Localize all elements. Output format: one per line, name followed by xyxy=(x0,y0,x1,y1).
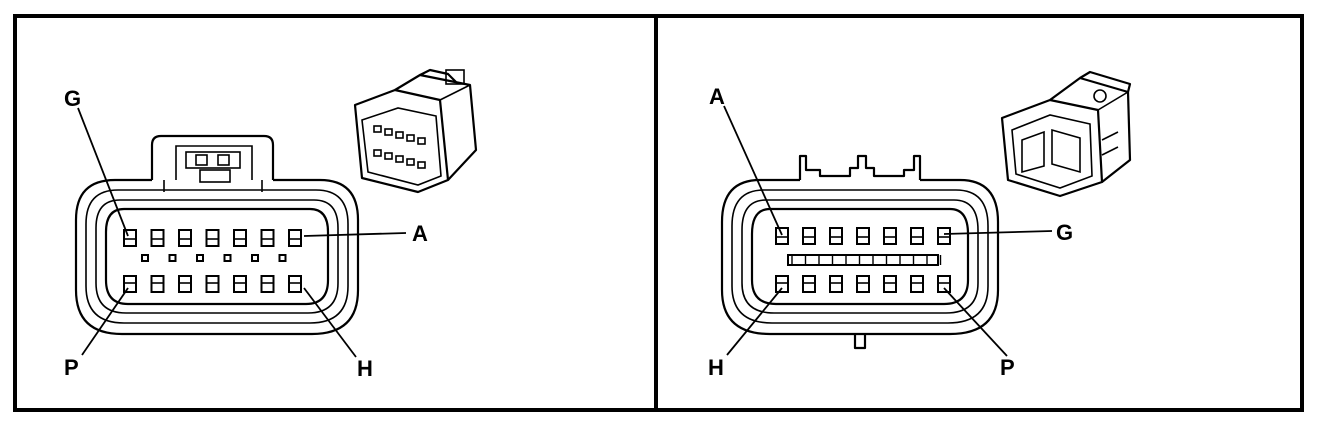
pin-cavity xyxy=(802,275,816,293)
pin-cavity xyxy=(205,275,220,293)
left-connector-face xyxy=(74,134,360,336)
left-pin-cavities xyxy=(123,229,302,293)
keying-square xyxy=(196,254,204,262)
pin-cavity xyxy=(937,275,951,293)
right-pin-cavities xyxy=(775,227,951,293)
pin-cavity xyxy=(260,229,275,247)
keying-square xyxy=(168,254,177,262)
pin-cavity xyxy=(829,227,843,245)
pin-cavity xyxy=(937,227,951,245)
right-leader-p xyxy=(943,287,1008,357)
left-leader-p xyxy=(81,287,129,356)
left-leader-a xyxy=(303,232,407,237)
pin-cavity xyxy=(288,229,302,247)
pin-cavity xyxy=(233,229,247,247)
left-label-a: A xyxy=(412,221,428,246)
pin-cavity xyxy=(288,275,302,293)
right-leader-h xyxy=(726,287,783,356)
left-leader-g xyxy=(77,107,129,237)
keying-square xyxy=(278,254,287,262)
pin-cavity xyxy=(123,275,137,293)
pin-cavity xyxy=(910,227,924,245)
pin-cavity xyxy=(829,275,843,293)
pin-cavity xyxy=(150,229,165,247)
pin-cavity xyxy=(910,275,924,293)
pin-cavity xyxy=(260,275,275,293)
left-label-p: P xyxy=(64,355,79,380)
right-label-a: A xyxy=(709,84,725,109)
pin-cavity xyxy=(883,227,897,245)
pin-cavity xyxy=(856,275,870,293)
pin-cavity xyxy=(233,275,247,293)
right-leader-g xyxy=(943,230,1053,235)
right-connector-face xyxy=(720,154,1000,350)
pin-cavity xyxy=(856,227,870,245)
pin-cavity xyxy=(178,229,192,247)
pin-cavity xyxy=(205,229,220,247)
pin-cavity xyxy=(802,227,816,245)
right-panel-frame xyxy=(654,14,1304,412)
keying-square xyxy=(141,254,149,262)
right-connector-perspective-illustration xyxy=(1000,70,1132,198)
right-leader-a xyxy=(723,105,783,236)
keying-square xyxy=(251,254,259,262)
pin-cavity xyxy=(775,275,789,293)
left-connector-perspective-illustration xyxy=(353,68,478,194)
pin-cavity xyxy=(883,275,897,293)
right-label-g: G xyxy=(1056,220,1073,245)
left-label-h: H xyxy=(357,356,373,381)
right-label-p: P xyxy=(1000,355,1015,380)
center-latch-band xyxy=(787,254,939,266)
keying-square xyxy=(223,254,232,262)
right-label-h: H xyxy=(708,355,724,380)
left-leader-h xyxy=(303,287,357,358)
pin-cavity xyxy=(150,275,165,293)
pin-cavity xyxy=(775,227,789,245)
left-label-g: G xyxy=(64,86,81,111)
pin-cavity xyxy=(178,275,192,293)
